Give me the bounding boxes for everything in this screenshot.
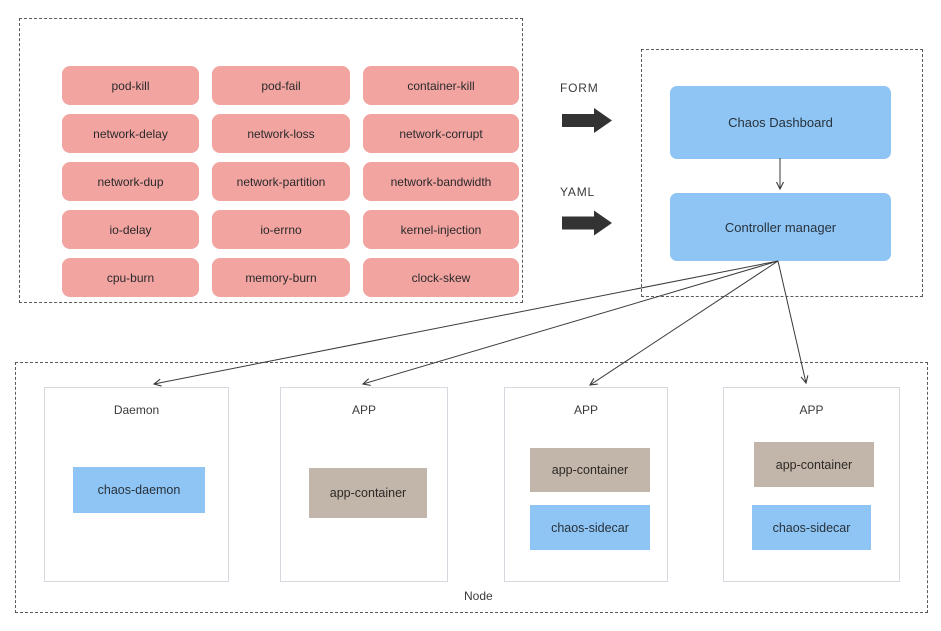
control-plane-panel: Chaos Dashboard Controller manager [641, 49, 923, 297]
chaos-type-io-delay: io-delay [62, 210, 199, 249]
pod-title: APP [351, 403, 376, 417]
pod-app-1: APP app-container [280, 387, 448, 582]
chaos-type-memory-burn: memory-burn [212, 258, 350, 297]
pod-title: APP [573, 403, 598, 417]
chaos-sidecar-container: chaos-sidecar [752, 505, 871, 550]
chaos-types-grid: pod-kill pod-fail container-kill network… [62, 66, 519, 297]
chaos-dashboard-node: Chaos Dashboard [670, 86, 891, 159]
app-container: app-container [754, 442, 874, 487]
chaos-type-network-delay: network-delay [62, 114, 199, 153]
node-label: Node [464, 589, 493, 603]
pod-title: Daemon [113, 403, 160, 417]
chaos-type-network-loss: network-loss [212, 114, 350, 153]
pod-app-2: APP app-container chaos-sidecar [504, 387, 668, 582]
chaos-type-network-bandwidth: network-bandwidth [363, 162, 519, 201]
chaos-type-network-corrupt: network-corrupt [363, 114, 519, 153]
chaos-type-network-dup: network-dup [62, 162, 199, 201]
chaos-type-container-kill: container-kill [363, 66, 519, 105]
chaos-type-clock-skew: clock-skew [363, 258, 519, 297]
node-panel: Daemon chaos-daemon APP app-container AP… [15, 362, 928, 613]
app-container: app-container [309, 468, 427, 518]
form-arrow-icon [562, 108, 612, 133]
form-label: FORM [560, 81, 599, 95]
pod-app-3: APP app-container chaos-sidecar [723, 387, 900, 582]
pod-daemon: Daemon chaos-daemon [44, 387, 229, 582]
chaos-type-cpu-burn: cpu-burn [62, 258, 199, 297]
chaos-daemon-container: chaos-daemon [73, 467, 205, 513]
chaos-type-pod-kill: pod-kill [62, 66, 199, 105]
pod-title: APP [799, 403, 824, 417]
chaos-type-pod-fail: pod-fail [212, 66, 350, 105]
yaml-label: YAML [560, 185, 595, 199]
chaos-type-network-partition: network-partition [212, 162, 350, 201]
chaos-type-io-errno: io-errno [212, 210, 350, 249]
chaos-sidecar-container: chaos-sidecar [530, 505, 650, 550]
app-container: app-container [530, 448, 650, 492]
chaos-types-panel: pod-kill pod-fail container-kill network… [19, 18, 523, 303]
yaml-arrow-icon [562, 210, 612, 236]
controller-manager-node: Controller manager [670, 193, 891, 261]
chaos-type-kernel-injection: kernel-injection [363, 210, 519, 249]
